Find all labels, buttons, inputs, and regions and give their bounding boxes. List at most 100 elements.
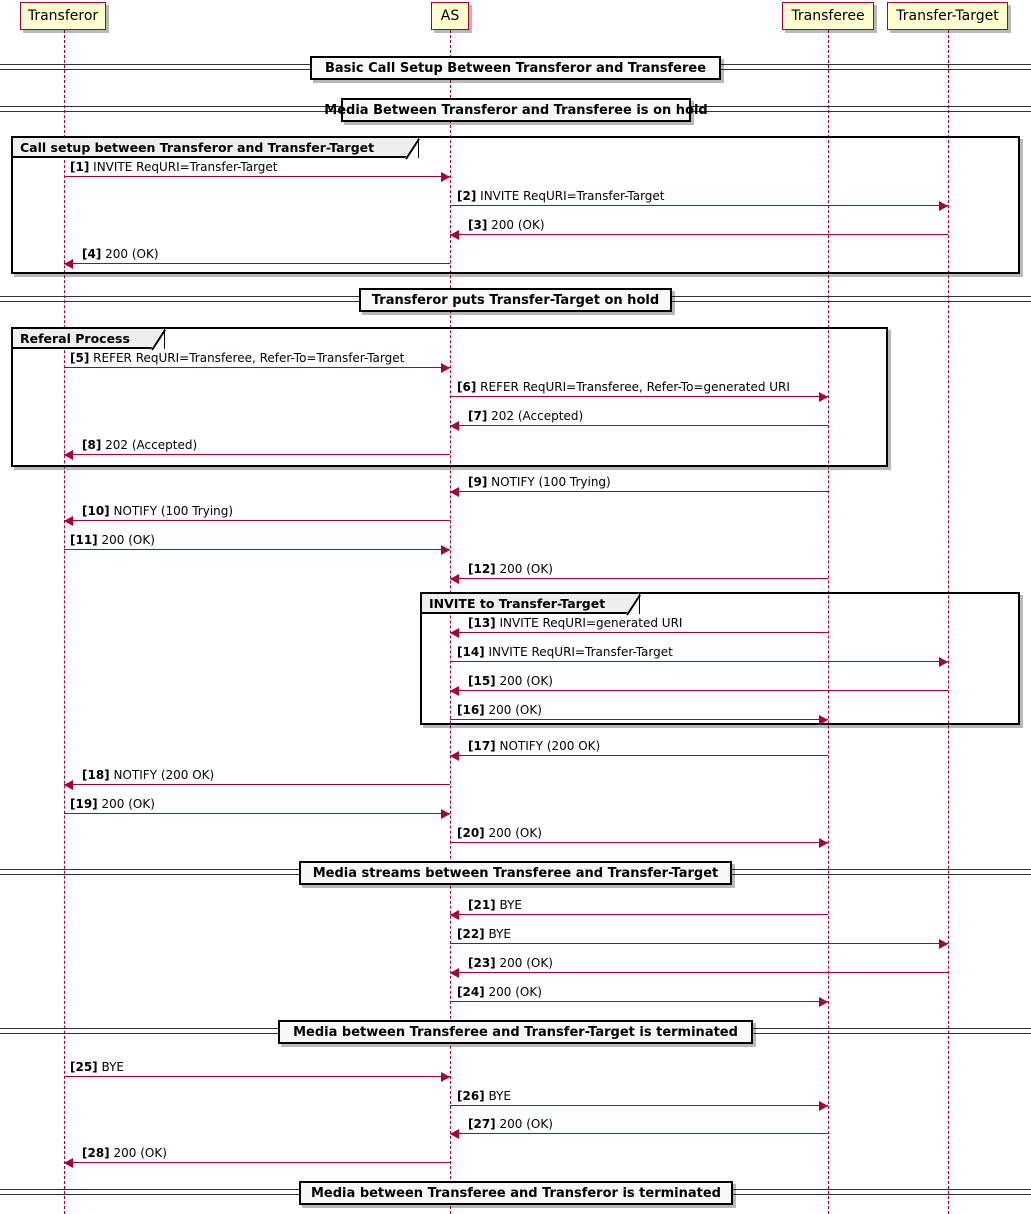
message-text: 200 (OK) bbox=[499, 956, 553, 970]
group-referral-header: Referal Process bbox=[13, 328, 165, 349]
message-number: [11] bbox=[70, 533, 98, 547]
message-label-25: [25] BYE bbox=[70, 1061, 124, 1074]
message-text: REFER ReqURI=Transferee, Refer-To=genera… bbox=[480, 380, 790, 394]
message-text: INVITE ReqURI=Transfer-Target bbox=[488, 645, 673, 659]
group-invite-label: INVITE to Transfer-Target bbox=[429, 595, 606, 611]
message-label-23: [23] 200 (OK) bbox=[468, 957, 553, 970]
message-label-5: [5] REFER ReqURI=Transferee, Refer-To=Tr… bbox=[70, 352, 404, 365]
participant-as-label: AS bbox=[440, 8, 460, 24]
message-text: 202 (Accepted) bbox=[105, 438, 198, 452]
arrowhead-22 bbox=[939, 939, 948, 949]
message-line-2 bbox=[450, 205, 948, 206]
arrowhead-18 bbox=[64, 780, 73, 790]
message-number: [7] bbox=[468, 409, 488, 423]
message-text: NOTIFY (100 Trying) bbox=[491, 475, 611, 489]
divider-5: Media between Transferee and Transfer-Ta… bbox=[278, 1020, 753, 1044]
message-line-27 bbox=[450, 1133, 828, 1134]
message-label-27: [27] 200 (OK) bbox=[468, 1118, 553, 1131]
message-number: [22] bbox=[457, 927, 485, 941]
arrowhead-20 bbox=[819, 838, 828, 848]
message-line-18 bbox=[64, 784, 450, 785]
participant-as[interactable]: AS bbox=[431, 2, 469, 30]
message-text: BYE bbox=[488, 927, 512, 941]
participant-transferee[interactable]: Transferee bbox=[782, 2, 874, 30]
message-label-2: [2] INVITE ReqURI=Transfer-Target bbox=[457, 190, 665, 203]
message-label-26: [26] BYE bbox=[457, 1090, 511, 1103]
arrowhead-16 bbox=[819, 715, 828, 725]
arrowhead-1 bbox=[441, 172, 450, 182]
message-line-4 bbox=[64, 263, 450, 264]
message-line-26 bbox=[450, 1105, 828, 1106]
message-number: [27] bbox=[468, 1117, 496, 1131]
participant-transferor[interactable]: Transferor bbox=[20, 2, 106, 30]
message-text: 202 (Accepted) bbox=[491, 409, 584, 423]
participant-transfer-target-label: Transfer-Target bbox=[896, 8, 999, 24]
message-number: [24] bbox=[457, 985, 485, 999]
group-referral bbox=[11, 327, 888, 467]
arrowhead-9 bbox=[450, 487, 459, 497]
divider-6: Media between Transferee and Transferor … bbox=[299, 1181, 733, 1205]
message-label-3: [3] 200 (OK) bbox=[468, 219, 545, 232]
arrowhead-3 bbox=[450, 230, 459, 240]
arrowhead-19 bbox=[441, 809, 450, 819]
message-label-22: [22] BYE bbox=[457, 928, 511, 941]
arrowhead-21 bbox=[450, 910, 459, 920]
message-number: [19] bbox=[70, 797, 98, 811]
arrowhead-8 bbox=[64, 450, 73, 460]
arrowhead-11 bbox=[441, 545, 450, 555]
message-line-13 bbox=[450, 632, 828, 633]
message-number: [21] bbox=[468, 898, 496, 912]
message-label-8: [8] 202 (Accepted) bbox=[82, 439, 197, 452]
message-text: BYE bbox=[499, 898, 523, 912]
message-line-12 bbox=[450, 578, 828, 579]
message-label-18: [18] NOTIFY (200 OK) bbox=[82, 769, 214, 782]
message-number: [5] bbox=[70, 351, 90, 365]
participant-transfer-target[interactable]: Transfer-Target bbox=[887, 2, 1008, 30]
message-text: INVITE ReqURI=Transfer-Target bbox=[93, 160, 278, 174]
message-line-22 bbox=[450, 943, 948, 944]
divider-6-label: Media between Transferee and Transferor … bbox=[311, 1185, 721, 1201]
message-line-15 bbox=[450, 690, 948, 691]
message-text: 200 (OK) bbox=[491, 218, 545, 232]
message-number: [20] bbox=[457, 826, 485, 840]
message-number: [13] bbox=[468, 616, 496, 630]
arrowhead-27 bbox=[450, 1129, 459, 1139]
arrowhead-23 bbox=[450, 968, 459, 978]
message-label-14: [14] INVITE ReqURI=Transfer-Target bbox=[457, 646, 673, 659]
message-number: [9] bbox=[468, 475, 488, 489]
divider-4: Media streams between Transferee and Tra… bbox=[299, 861, 732, 885]
message-line-16 bbox=[450, 719, 828, 720]
arrowhead-24 bbox=[819, 997, 828, 1007]
lifeline-transferee bbox=[828, 30, 829, 1214]
message-line-28 bbox=[64, 1162, 450, 1163]
message-number: [12] bbox=[468, 562, 496, 576]
message-number: [26] bbox=[457, 1089, 485, 1103]
message-text: 200 (OK) bbox=[488, 826, 542, 840]
message-number: [18] bbox=[82, 768, 110, 782]
arrowhead-5 bbox=[441, 363, 450, 373]
divider-2: Media Between Transferor and Transferee … bbox=[324, 98, 708, 122]
arrowhead-17 bbox=[450, 751, 459, 761]
message-number: [3] bbox=[468, 218, 488, 232]
divider-3-label: Transferor puts Transfer-Target on hold bbox=[371, 292, 660, 308]
message-number: [6] bbox=[457, 380, 477, 394]
message-text: NOTIFY (200 OK) bbox=[113, 768, 215, 782]
arrowhead-28 bbox=[64, 1158, 73, 1168]
message-text: 200 (OK) bbox=[101, 797, 155, 811]
divider-4-label: Media streams between Transferee and Tra… bbox=[312, 865, 719, 881]
message-line-24 bbox=[450, 1001, 828, 1002]
message-text: BYE bbox=[488, 1089, 512, 1103]
group-invite-header: INVITE to Transfer-Target bbox=[422, 593, 640, 614]
message-text: 200 (OK) bbox=[499, 674, 553, 688]
message-label-6: [6] REFER ReqURI=Transferee, Refer-To=ge… bbox=[457, 381, 790, 394]
arrowhead-2 bbox=[939, 201, 948, 211]
arrowhead-14 bbox=[939, 657, 948, 667]
message-line-9 bbox=[450, 491, 828, 492]
message-number: [10] bbox=[82, 504, 110, 518]
message-label-11: [11] 200 (OK) bbox=[70, 534, 155, 547]
arrowhead-6 bbox=[819, 392, 828, 402]
message-text: BYE bbox=[101, 1060, 125, 1074]
message-line-19 bbox=[64, 813, 450, 814]
message-text: INVITE ReqURI=generated URI bbox=[499, 616, 683, 630]
message-number: [23] bbox=[468, 956, 496, 970]
